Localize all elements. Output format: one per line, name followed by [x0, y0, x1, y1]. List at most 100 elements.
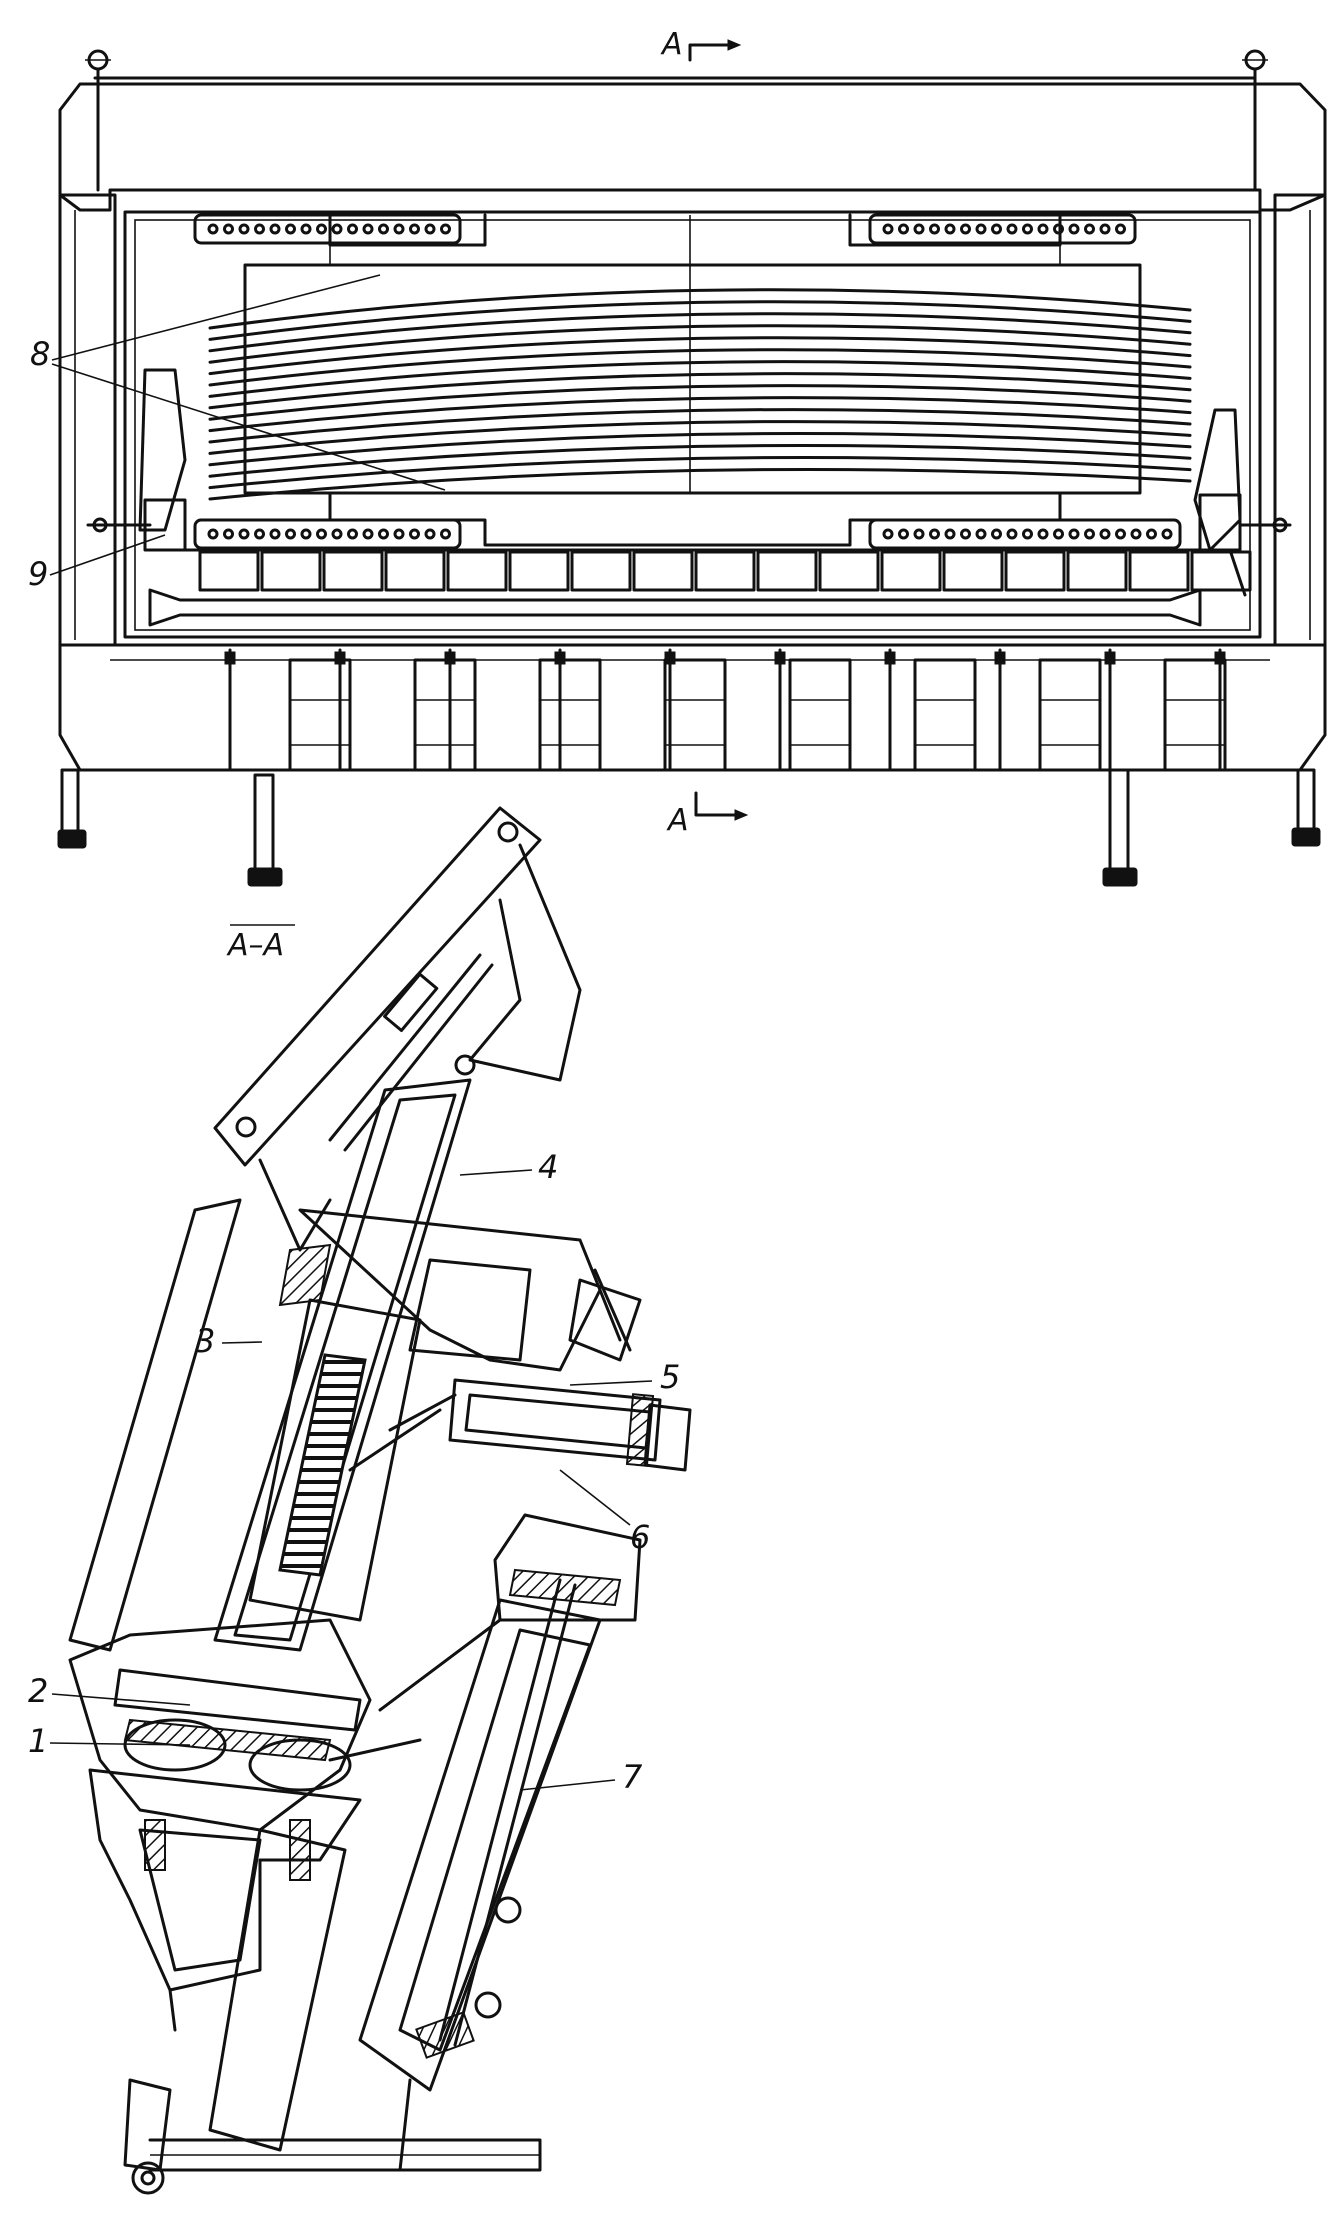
perforation-hole [882, 223, 894, 235]
perforation-hole [424, 528, 436, 540]
perforation-hole [929, 223, 940, 235]
callout-1: 1 [28, 1722, 191, 1760]
perforation-hole [991, 223, 1002, 235]
perforation-hole [393, 223, 405, 235]
perforation-hole [1006, 528, 1018, 540]
perforation-hole [898, 223, 909, 235]
press-plates [243, 213, 1142, 547]
perforation-hole [207, 528, 219, 540]
block [1128, 550, 1190, 592]
base-window [663, 658, 727, 772]
block [1190, 550, 1252, 592]
block [1004, 550, 1066, 592]
perforation-hole [393, 528, 405, 540]
perforation-hole [975, 528, 987, 540]
spring-leaf [208, 444, 1192, 478]
spring-leaf [208, 336, 1192, 376]
base-bolt [664, 651, 676, 665]
perforation-hole [254, 223, 265, 235]
base-bolt [774, 651, 786, 665]
right-hanger [1242, 49, 1268, 192]
section-mark-bottom: A [666, 791, 749, 838]
bottom-block-row [198, 550, 1252, 592]
base-bolt [1104, 651, 1116, 665]
base-window [913, 658, 977, 772]
perforation-hole [1084, 528, 1095, 540]
perforation-hole [913, 223, 925, 235]
inner-chamber [123, 210, 1262, 639]
perforation-hole [409, 223, 420, 235]
base-bolt [334, 651, 346, 665]
perforation-hole [1053, 528, 1064, 540]
section-letter-bottom: A [666, 803, 689, 838]
horizontal-cylinder [348, 1378, 692, 1472]
perforation-hole [254, 528, 265, 540]
perforation-hole [440, 528, 451, 540]
right-subframe [358, 1513, 642, 2092]
callout-4-label: 4 [538, 1148, 558, 1186]
top-beam [58, 76, 1327, 212]
base-bolt [224, 651, 236, 665]
perforation-hole [440, 223, 451, 235]
perforation-hole [1022, 528, 1033, 540]
perforation-hole [362, 223, 374, 235]
block [446, 550, 508, 592]
perforation-hole [316, 528, 327, 540]
callout-3: 3 [195, 1322, 263, 1360]
perforation-hole [269, 528, 281, 540]
perforation-hole [285, 223, 296, 235]
upper-casing [298, 1208, 642, 1372]
spring-leaf [208, 467, 1192, 501]
perforation-hole [378, 528, 389, 540]
base-window [1163, 658, 1227, 772]
callout-3-label: 3 [195, 1322, 215, 1360]
perforation-hole [1022, 223, 1033, 235]
block [694, 550, 756, 592]
section-letter-top: A [660, 27, 683, 62]
perforation-hole [1115, 528, 1126, 540]
perforation-hole [207, 223, 219, 235]
block [508, 550, 570, 592]
spring-leaf [208, 348, 1192, 387]
spring-leaf [208, 360, 1192, 398]
leaf-spring-pack [208, 288, 1192, 501]
callout-1-label: 1 [28, 1722, 48, 1760]
block [1066, 550, 1128, 592]
perforation-hole [331, 528, 343, 540]
base-window [788, 658, 852, 772]
spring-leaf [208, 288, 1192, 330]
perforation-hole [913, 528, 925, 540]
base-bolt [444, 651, 456, 665]
perforation-hole [1099, 223, 1111, 235]
perforation-hole [1084, 223, 1095, 235]
callout-8-label: 8 [30, 335, 50, 373]
spring-leaf [208, 420, 1192, 455]
block [942, 550, 1004, 592]
perforation-hole [269, 223, 281, 235]
perforation-hole [975, 223, 987, 235]
spring-leaf [208, 324, 1192, 364]
base-window [538, 658, 602, 772]
perforation-hole [1115, 223, 1126, 235]
block [880, 550, 942, 592]
spring-leaf [208, 384, 1192, 421]
perforation-hole [409, 528, 420, 540]
perforation-hole [1130, 528, 1142, 540]
perforation-hole [1161, 528, 1173, 540]
block [198, 550, 260, 592]
perforation-hole [285, 528, 296, 540]
callout-4: 4 [459, 1148, 558, 1186]
lower-body [68, 1618, 372, 2032]
callout-9: 9 [28, 534, 166, 593]
perforation-hole [300, 223, 312, 235]
callout-5-label: 5 [660, 1358, 680, 1396]
base-window [288, 658, 352, 772]
callout-6-label: 6 [630, 1518, 650, 1556]
perforation-hole [347, 528, 358, 540]
perforation-hole [223, 528, 234, 540]
block [756, 550, 818, 592]
callout-5: 5 [569, 1358, 680, 1396]
perforation-hole [960, 223, 971, 235]
callout-8: 8 [30, 274, 446, 491]
block [322, 550, 384, 592]
